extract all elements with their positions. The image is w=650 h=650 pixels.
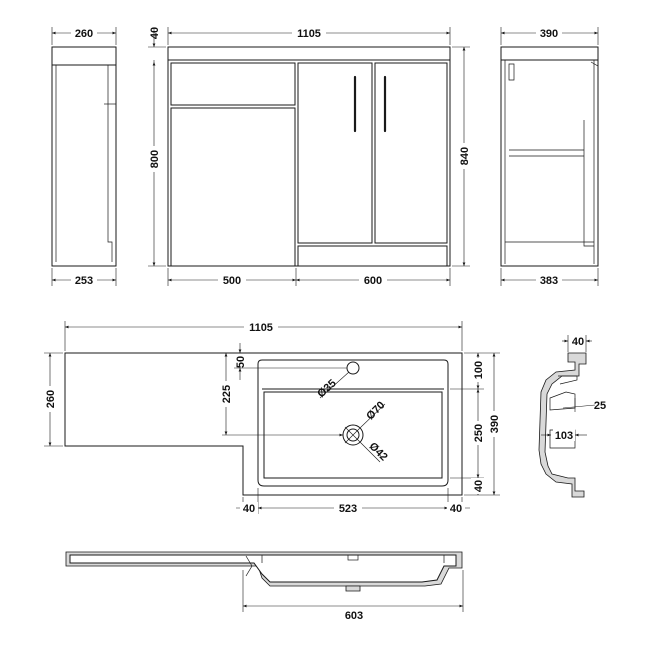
- tap-offset-label: 50: [235, 356, 247, 368]
- dim-height-right: 840: [452, 46, 471, 267]
- dim-unit-widths: 500 600: [167, 268, 451, 287]
- dim-plan-bottom: 40 523 40: [236, 488, 470, 515]
- waste-inner: [346, 428, 360, 442]
- section-rim-label: 25: [594, 400, 606, 412]
- waste-outlet: [345, 585, 361, 592]
- left-door: [170, 107, 296, 267]
- bowl-section-width-label: 603: [345, 610, 363, 622]
- plan-front-margin-label: 40: [473, 480, 485, 492]
- tap-hole-label: Ø35: [315, 377, 338, 400]
- dim-plan-left-depth: 260: [43, 352, 63, 447]
- worktop-thickness-label: 40: [149, 27, 161, 39]
- dim-worktop-thickness: 40: [148, 27, 166, 62]
- plan-bowl-width-label: 523: [339, 503, 357, 515]
- dim-section-rim: 25: [562, 398, 606, 412]
- plan-right-margin-label: 40: [450, 503, 462, 515]
- dim-plan-total-width: 1105: [64, 320, 463, 351]
- dim-total-width-front: 1105: [167, 26, 451, 45]
- label-tap-hole: Ø35: [315, 371, 350, 400]
- plinth: [297, 245, 448, 267]
- section-depth-label: 103: [555, 430, 573, 442]
- right-depth-bottom-label: 383: [540, 275, 558, 287]
- dim-tap-offset: 50: [234, 343, 347, 380]
- height-right-label: 840: [459, 147, 471, 165]
- basin-front-section: 603: [65, 551, 464, 622]
- right-depth-top-label: 390: [540, 28, 558, 40]
- plan-back-margin-label: 100: [473, 361, 485, 379]
- right-unit-width-label: 600: [364, 275, 382, 287]
- section-top-label: 40: [572, 336, 584, 348]
- right-door-left: [297, 62, 373, 244]
- dim-bowl-section-width: 603: [242, 570, 464, 622]
- dim-plan-right-depths: 100 250 40: [450, 352, 500, 496]
- label-waste-outer: Ø70: [360, 399, 387, 428]
- plan-bowl-depth-label: 250: [473, 424, 485, 442]
- dim-side-depth-bottom: 253: [51, 268, 117, 287]
- front-view: 1105 40 800 840 500: [147, 26, 471, 287]
- waste-offset-label: 225: [221, 385, 233, 403]
- drawer-front: [170, 62, 296, 106]
- height-left-label: 800: [149, 150, 161, 168]
- label-waste-inner: Ø42: [360, 440, 390, 463]
- dim-right-depth-bottom: 383: [500, 268, 599, 287]
- side-view-right: 390 383: [500, 26, 599, 287]
- dim-plan-total-depth: 390: [487, 353, 501, 495]
- side-depth-bottom-label: 253: [75, 275, 93, 287]
- left-unit-width-label: 500: [223, 275, 241, 287]
- dim-waste-offset: 225: [219, 353, 233, 435]
- waste-inner-label: Ø42: [367, 440, 390, 463]
- dim-side-depth-top: 260: [51, 26, 117, 45]
- right-door-right: [374, 62, 448, 244]
- plan-total-depth-label: 390: [489, 415, 501, 433]
- front-width-label: 1105: [297, 28, 321, 40]
- plan-view: 1105 260 50 225 Ø35 Ø70: [43, 320, 501, 515]
- plan-left-margin-label: 40: [243, 503, 255, 515]
- dim-height-left: 800: [147, 61, 166, 267]
- basin-side-section: 40 25 103: [538, 335, 606, 498]
- side-depth-top-label: 260: [75, 28, 93, 40]
- waste-hole-label: Ø70: [364, 399, 387, 422]
- side-view-left: 260 253: [51, 26, 117, 287]
- plan-left-depth-label: 260: [45, 390, 57, 408]
- dim-section-top: 40: [562, 335, 592, 352]
- tap-hole-section: [347, 554, 359, 561]
- dim-right-depth-top: 390: [500, 26, 599, 45]
- dim-section-depth: 103: [541, 429, 587, 442]
- plan-width-label: 1105: [249, 322, 273, 334]
